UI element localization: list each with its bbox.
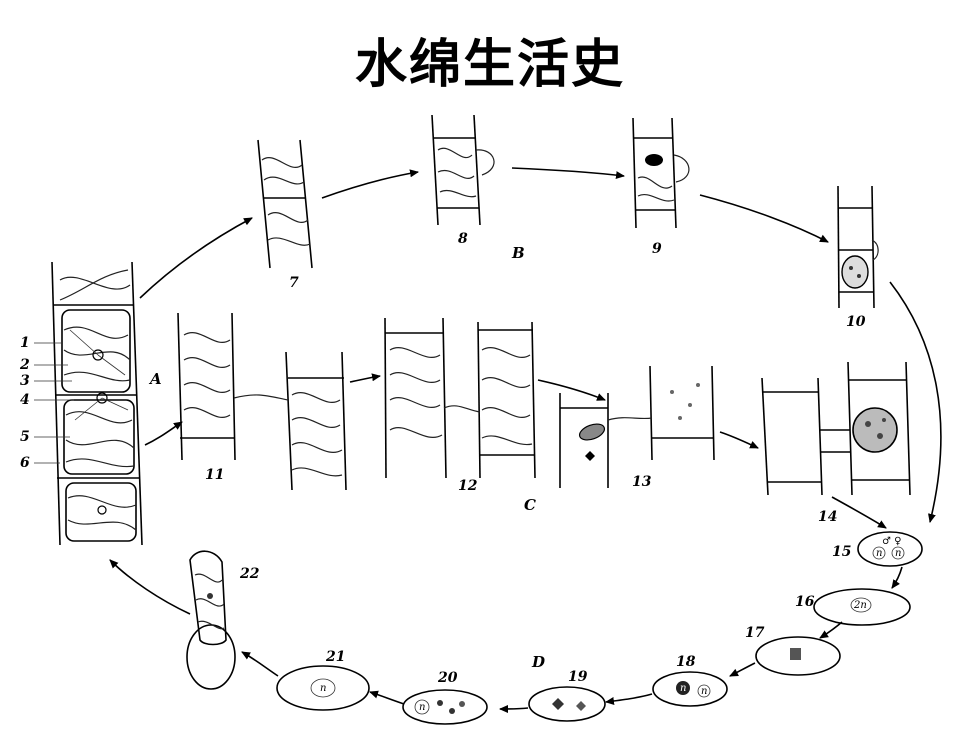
figure-number-12: 12 xyxy=(458,478,478,494)
fig15-label-left: n xyxy=(876,548,882,559)
figure-15-zygote xyxy=(857,531,923,567)
fig20-degenerating-2 xyxy=(449,708,455,714)
fig15-label-right: n xyxy=(895,548,901,559)
figure-9 xyxy=(632,117,690,229)
figure-7 xyxy=(257,139,313,269)
part-label-1: 1 xyxy=(20,335,30,351)
fig21-label: n xyxy=(320,683,326,694)
part-label-pointers xyxy=(34,342,74,464)
figure-21-zygote xyxy=(276,665,370,711)
part-label-6: 6 xyxy=(20,455,30,471)
fig20-degenerating-3 xyxy=(459,701,465,707)
figure-number-10: 10 xyxy=(846,314,866,330)
stage-label-a: A xyxy=(148,370,162,388)
fig19-nucleus-b xyxy=(576,701,586,711)
fig16-nucleus xyxy=(850,597,872,613)
page-title: 水绵生活史 xyxy=(354,34,625,95)
filament-a xyxy=(51,261,143,546)
cycle-arrows xyxy=(109,167,942,713)
figure-number-17: 17 xyxy=(745,625,765,641)
part-label-3: 3 xyxy=(20,373,30,389)
figure-number-8: 8 xyxy=(458,231,468,247)
figure-number-18: 18 xyxy=(676,654,696,670)
figure-17-zygote xyxy=(755,636,841,676)
figure-8 xyxy=(431,114,495,226)
figure-12 xyxy=(384,317,536,479)
figure-13 xyxy=(559,365,715,488)
figure-19-zygote xyxy=(528,686,606,722)
figure-16-zygote xyxy=(813,588,911,626)
fig18-nucleus-left xyxy=(676,681,690,695)
stage-label-b: B xyxy=(511,244,525,262)
part-label-4: 4 xyxy=(20,392,30,408)
figure-14 xyxy=(761,361,911,496)
fig16-label: 2n xyxy=(853,600,867,611)
figure-number-13: 13 xyxy=(632,474,652,490)
part-label-2: 2 xyxy=(19,357,30,373)
figure-number-14: 14 xyxy=(818,509,837,525)
stage-label-c: C xyxy=(524,496,536,514)
stage-label-d: D xyxy=(531,653,545,671)
figure-number-19: 19 xyxy=(568,669,588,685)
figure-number-22: 22 xyxy=(239,566,260,582)
part-label-5: 5 xyxy=(20,429,30,445)
figure-number-20: 20 xyxy=(437,670,458,686)
fig15-sex-symbols: ♂ ♀ xyxy=(882,536,901,547)
figure-11 xyxy=(177,312,347,491)
figure-20-zygote xyxy=(402,689,488,725)
fig15-nucleus-right xyxy=(891,546,905,560)
fig18-label-right: n xyxy=(701,686,707,697)
fig18-label-left: n xyxy=(680,683,686,694)
fig20-label: n xyxy=(419,702,425,713)
figure-number-16: 16 xyxy=(795,594,815,610)
figure-number-15: 15 xyxy=(832,544,851,560)
figure-number-11: 11 xyxy=(205,467,224,483)
figure-number-9: 9 xyxy=(652,241,662,257)
figure-18-zygote xyxy=(652,671,728,707)
fig15-nucleus-left xyxy=(872,546,886,560)
figure-number-7: 7 xyxy=(289,275,299,291)
figure-10 xyxy=(837,185,879,309)
figure-22-germling xyxy=(186,550,236,690)
fig20-nucleus xyxy=(414,699,430,715)
fig17-dividing-nucleus xyxy=(790,648,801,660)
figure-number-21: 21 xyxy=(325,649,345,665)
fig19-nucleus-a xyxy=(552,698,564,710)
fig20-degenerating-1 xyxy=(437,700,443,706)
fig18-nucleus-right xyxy=(697,684,711,698)
fig21-nucleus xyxy=(310,678,336,698)
